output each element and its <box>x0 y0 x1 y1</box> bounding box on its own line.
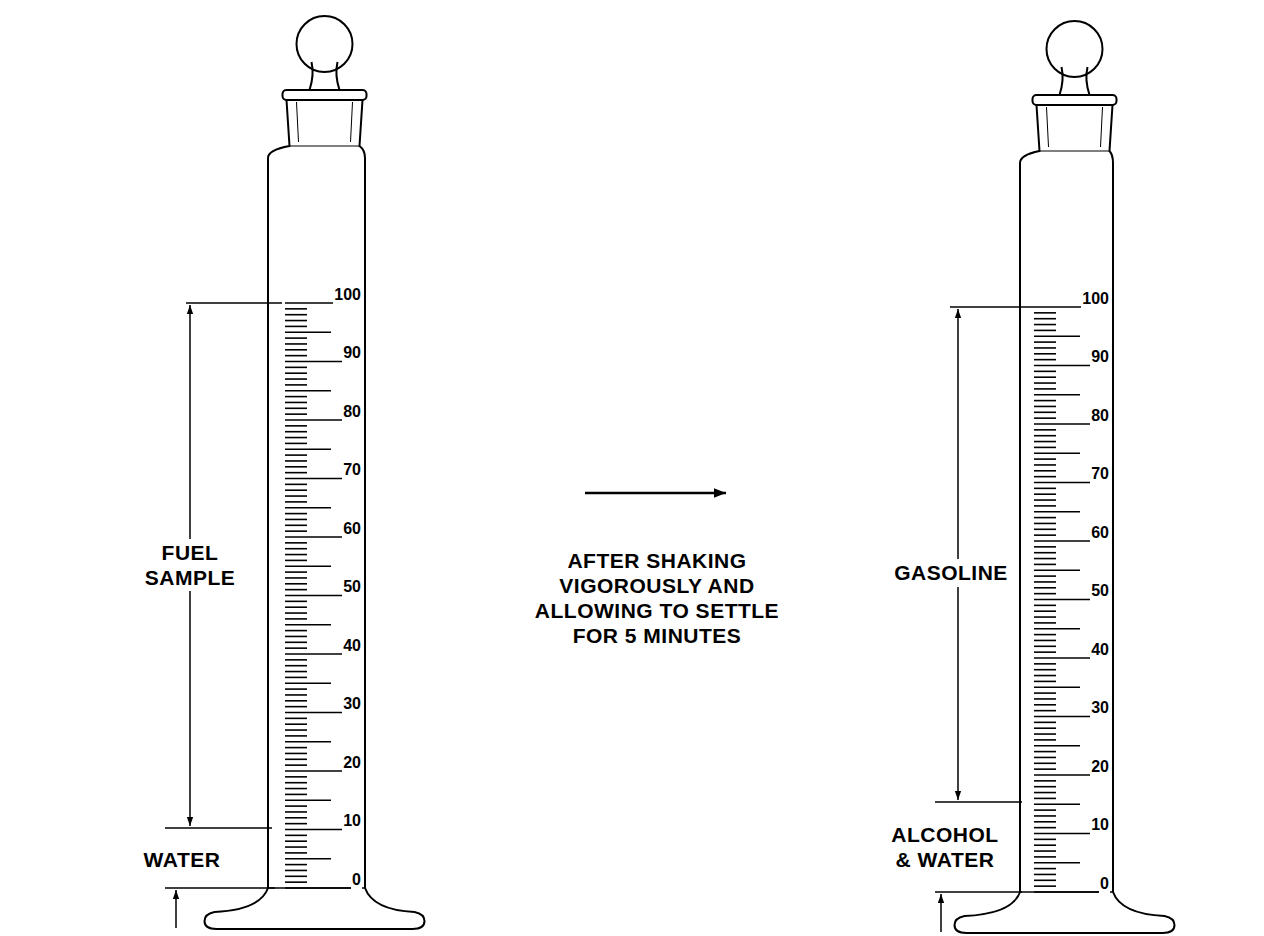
scale-number: 10 <box>1090 815 1110 834</box>
scale-number: 70 <box>1090 464 1110 483</box>
cylinder-lip <box>283 90 367 100</box>
scale-number: 20 <box>1090 757 1110 776</box>
cylinder-body <box>1020 163 1113 892</box>
scale-ticks <box>285 303 362 888</box>
stopper <box>310 62 340 90</box>
scale-number: 40 <box>342 636 362 655</box>
scale-number: 0 <box>1099 874 1110 893</box>
cylinder-body <box>268 158 365 888</box>
cylinder-neck <box>1020 105 1113 163</box>
process-arrow <box>585 492 726 495</box>
scale-number: 100 <box>1081 289 1110 308</box>
dimension-lines <box>165 303 1034 932</box>
stopper-ball <box>1047 21 1103 77</box>
scale-number: 50 <box>342 577 362 596</box>
cylinder-foot <box>205 888 425 929</box>
dimension-label: GASOLINE <box>891 559 1011 586</box>
cylinder-neck <box>268 100 365 158</box>
scale-ticks <box>1034 307 1110 892</box>
scale-number: 0 <box>351 870 362 889</box>
scale-number: 90 <box>1090 347 1110 366</box>
scale-number: 90 <box>342 343 362 362</box>
dimension-label: ALCOHOL & WATER <box>880 821 1011 873</box>
cylinder-foot <box>955 892 1175 933</box>
scale-number: 10 <box>342 811 362 830</box>
stopper-ball <box>297 16 353 72</box>
dimension-label: FUEL SAMPLE <box>122 539 258 591</box>
scale-number: 100 <box>333 285 362 304</box>
scale-number: 80 <box>342 402 362 421</box>
scale-number: 60 <box>1090 523 1110 542</box>
graduated-cylinder <box>955 21 1175 933</box>
scale-number: 70 <box>342 460 362 479</box>
process-note: AFTER SHAKING VIGOROUSLY AND ALLOWING TO… <box>529 547 785 650</box>
scale-number: 50 <box>1090 581 1110 600</box>
scale-number: 30 <box>1090 698 1110 717</box>
scale-number: 20 <box>342 753 362 772</box>
stopper <box>1060 67 1090 95</box>
graduated-cylinder <box>205 16 425 929</box>
cylinder-lip <box>1033 95 1117 105</box>
scale-number: 30 <box>342 694 362 713</box>
scale-number: 80 <box>1090 406 1110 425</box>
dimension-label: WATER <box>141 846 224 873</box>
scale-number: 40 <box>1090 640 1110 659</box>
scale-number: 60 <box>342 519 362 538</box>
